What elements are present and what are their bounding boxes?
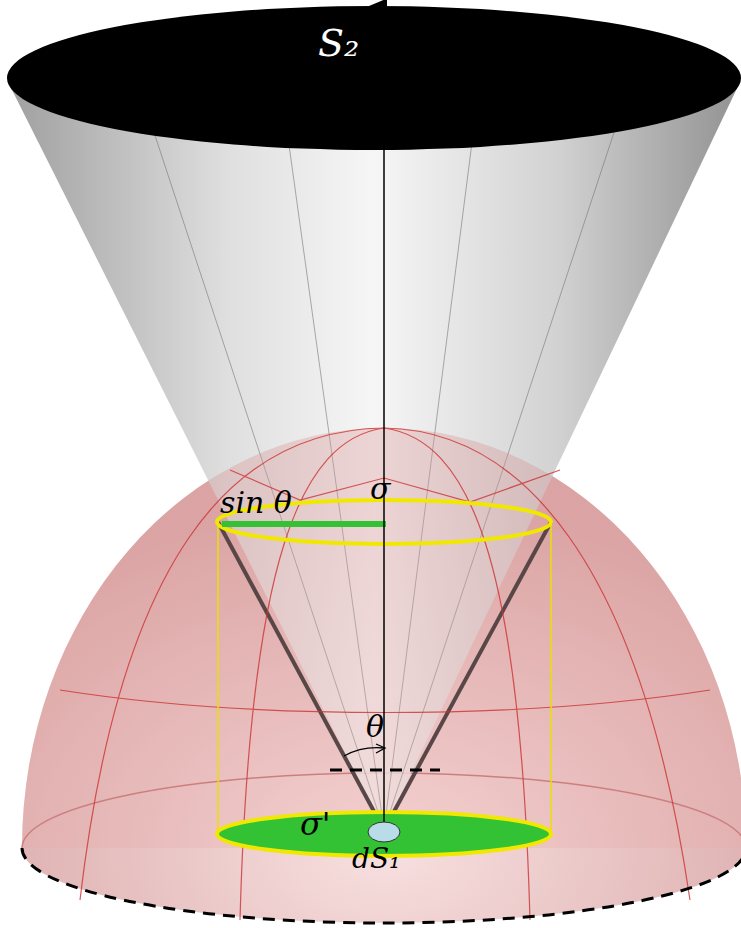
angle-label: θ	[366, 712, 384, 742]
meridians	[60, 428, 710, 920]
radius-bar	[222, 521, 386, 527]
dashed-diameter	[330, 769, 440, 772]
cylinder-line	[550, 522, 552, 832]
axis	[383, 6, 385, 826]
angle-arrow	[376, 744, 385, 753]
cylinder-line	[217, 522, 219, 832]
hemisphere	[22, 428, 741, 923]
area-label: σ	[370, 474, 390, 504]
length-label: sin θ	[220, 488, 292, 518]
element-label: dS₁	[352, 845, 400, 873]
top-disc	[7, 6, 741, 150]
hemisphere-front	[22, 428, 741, 848]
surface-label: S₂	[318, 24, 359, 62]
area-element	[368, 822, 400, 842]
area-label: σ'	[300, 808, 331, 840]
